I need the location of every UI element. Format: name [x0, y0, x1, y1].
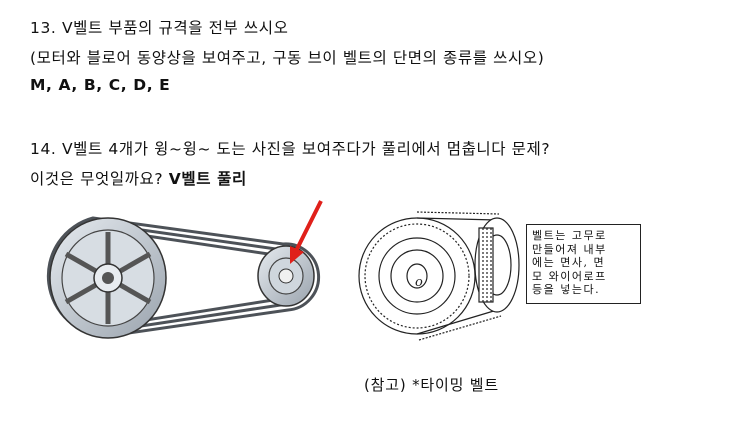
- vbelt-pulley-image: [46, 200, 323, 339]
- q13-instruction: (모터와 블로어 동양상을 보여주고, 구동 브이 벨트의 단면의 종류를 쓰시…: [30, 49, 545, 67]
- figure-note-line: 등을 넣는다.: [532, 283, 601, 296]
- figure-note-line: 에는 면사, 면: [532, 256, 606, 269]
- figure-note-line: 만들어져 내부: [532, 242, 607, 256]
- figure-caption: (참고) *타이밍 벨트: [364, 376, 499, 394]
- q14-question-prefix: 이것은 무엇일까요?: [30, 170, 169, 188]
- q14-question: 14. V벨트 4개가 윙~윙~ 도는 사진을 보여주다가 풀리에서 멈춥니다 …: [30, 140, 551, 158]
- figure-note-box: 벨트는 고무로 만들어져 내부 에는 면사, 면 모 와이어로프 등을 넣는다.: [526, 224, 641, 304]
- q13-answer: M, A, B, C, D, E: [30, 76, 171, 94]
- svg-text:o: o: [415, 275, 423, 290]
- red-arrow-icon: [290, 200, 323, 264]
- q14-answer: V벨트 풀리: [168, 170, 247, 188]
- figure-note-line: 모 와이어로프: [532, 269, 607, 283]
- q13-title: 13. V벨트 부품의 규격을 전부 쓰시오: [30, 19, 289, 37]
- figure-note-line: 벨트는 고무로: [532, 229, 607, 242]
- q14-question-line2: 이것은 무엇일까요? V벨트 풀리: [30, 167, 247, 189]
- timing-belt-image: o: [358, 211, 520, 341]
